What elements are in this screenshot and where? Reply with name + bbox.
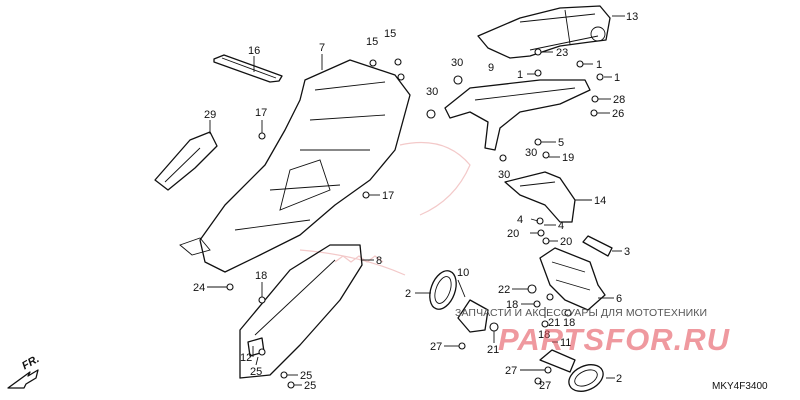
leader-lines [207, 15, 625, 386]
callout-30-low[interactable]: 30 [498, 169, 510, 181]
callout-9[interactable]: 9 [488, 62, 494, 74]
round-reflector-upper-part[interactable] [425, 267, 461, 313]
diagram-code: MKY4F3400 [712, 381, 768, 392]
callout-5[interactable]: 5 [558, 137, 564, 149]
callout-25-c[interactable]: 25 [304, 380, 316, 392]
reflector-stay-upper-part[interactable] [457, 299, 489, 333]
callout-30-top[interactable]: 30 [451, 57, 463, 69]
callout-30-left[interactable]: 30 [426, 86, 438, 98]
callout-1-b[interactable]: 1 [596, 59, 602, 71]
callout-3[interactable]: 3 [624, 246, 630, 258]
watermark-brand: PARTSFOR.RU [498, 322, 731, 357]
callout-24[interactable]: 24 [193, 282, 205, 294]
callout-23[interactable]: 23 [556, 47, 568, 59]
watermark-text: ЗАПЧАСТИ И АКСЕССУАРЫ ДЛЯ МОТОТЕХНИКИ [455, 307, 708, 319]
callout-18-right[interactable]: 18 [563, 317, 575, 329]
callout-28[interactable]: 28 [613, 94, 625, 106]
callout-22[interactable]: 22 [498, 284, 510, 296]
callout-16[interactable]: 16 [248, 45, 260, 57]
callout-13[interactable]: 13 [626, 11, 638, 23]
callout-27-low[interactable]: 27 [539, 380, 551, 392]
callout-2-lower[interactable]: 2 [616, 373, 622, 385]
license-bracket-part[interactable] [539, 247, 606, 311]
front-direction-arrow-icon [7, 369, 39, 389]
callout-8[interactable]: 8 [376, 255, 382, 267]
callout-12[interactable]: 12 [240, 352, 252, 364]
callout-17-upper[interactable]: 17 [255, 107, 267, 119]
callout-27-mid[interactable]: 27 [505, 365, 517, 377]
callout-11[interactable]: 11 [560, 337, 571, 349]
round-reflector-lower-part[interactable] [565, 360, 608, 397]
rear-fender-inner-part[interactable] [179, 59, 411, 273]
background-ghost-outline [299, 142, 471, 276]
callout-14[interactable]: 14 [594, 195, 606, 207]
callout-20-left[interactable]: 20 [507, 228, 519, 240]
callout-1-c[interactable]: 1 [614, 72, 620, 84]
callout-2-upper[interactable]: 2 [405, 288, 411, 300]
callout-20-right[interactable]: 20 [560, 236, 572, 248]
callout-18-left[interactable]: 18 [255, 270, 267, 282]
callout-19[interactable]: 19 [562, 152, 574, 164]
callout-15-right[interactable]: 15 [384, 28, 396, 40]
callout-15-left[interactable]: 15 [366, 36, 378, 48]
callout-21-left[interactable]: 21 [487, 344, 499, 356]
reflector-stay-lower-part[interactable] [539, 349, 576, 373]
tail-cowl-top-part[interactable] [477, 5, 611, 59]
callout-17-lower[interactable]: 17 [382, 190, 394, 202]
lower-fender-part[interactable] [239, 244, 363, 379]
callout-4-right[interactable]: 4 [558, 220, 564, 232]
callout-25-a[interactable]: 25 [250, 366, 262, 378]
callout-labels: 13 16 7 15 15 23 30 9 1 1 1 30 28 26 29 … [193, 11, 638, 392]
callout-6[interactable]: 6 [616, 293, 622, 305]
callout-25-b[interactable]: 25 [300, 370, 312, 382]
seat-strap-part[interactable] [213, 54, 283, 83]
callout-21-mid[interactable]: 21 [548, 317, 560, 329]
callout-4-left[interactable]: 4 [517, 214, 523, 226]
side-cover-part[interactable] [504, 171, 576, 223]
callout-26[interactable]: 26 [612, 108, 624, 120]
callout-18-low[interactable]: 18 [538, 329, 550, 341]
callout-18-mid[interactable]: 18 [506, 299, 518, 311]
mounting-stay-part[interactable] [444, 79, 591, 151]
callout-10[interactable]: 10 [457, 267, 469, 279]
callout-27-left[interactable]: 27 [430, 341, 442, 353]
grab-bracket-part[interactable] [154, 131, 218, 191]
callout-1-a[interactable]: 1 [517, 69, 523, 81]
callout-29[interactable]: 29 [204, 109, 216, 121]
reflector-plate-part[interactable] [582, 235, 613, 257]
callout-7[interactable]: 7 [319, 42, 325, 54]
callout-30-mid[interactable]: 30 [525, 147, 537, 159]
